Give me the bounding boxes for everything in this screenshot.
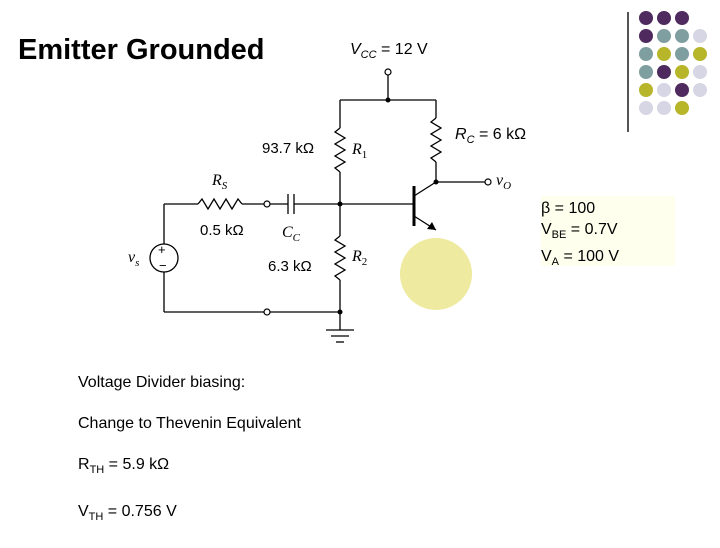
source-minus-sign: − xyxy=(159,258,167,273)
vcc-label: VCC = 12 V xyxy=(350,41,428,62)
note-voltage-divider: Voltage Divider biasing: xyxy=(78,374,246,391)
r2-resistor xyxy=(333,235,347,281)
emitter-highlight xyxy=(400,238,472,310)
r2-value-label: 6.3 kΩ xyxy=(268,258,312,275)
decorative-divider xyxy=(627,12,629,132)
vbe-value: VBE = 0.7V xyxy=(541,221,618,242)
rc-resistor xyxy=(429,117,443,163)
r2-name-label: R2 xyxy=(352,248,368,269)
page-title: Emitter Grounded xyxy=(18,34,265,66)
r1-name-label: R1 xyxy=(352,141,368,162)
r1-resistor xyxy=(333,127,347,173)
note-thevenin: Change to Thevenin Equivalent xyxy=(78,415,301,432)
vo-name-label: vO xyxy=(496,172,512,193)
source-plus-sign: + xyxy=(158,242,166,257)
rc-label: RC = 6 kΩ xyxy=(455,126,527,147)
rs-name-label: RS xyxy=(212,172,228,193)
r1-value-label: 93.7 kΩ xyxy=(262,140,315,157)
va-value: VA = 100 V xyxy=(541,248,620,269)
cc-name-label: CC xyxy=(282,224,301,245)
notes-block: Voltage Divider biasing: Change to Theve… xyxy=(78,372,301,548)
rs-resistor xyxy=(197,197,243,211)
note-vth: VTH = 0.756 V xyxy=(78,503,177,524)
rs-value-label: 0.5 kΩ xyxy=(200,222,244,239)
transistor-parameters-box: β = 100 VBE = 0.7V VA = 100 V xyxy=(541,196,675,268)
vs-name-label: vs xyxy=(128,249,140,270)
beta-value: β = 100 xyxy=(541,200,596,217)
note-rth: RTH = 5.9 kΩ xyxy=(78,456,170,477)
